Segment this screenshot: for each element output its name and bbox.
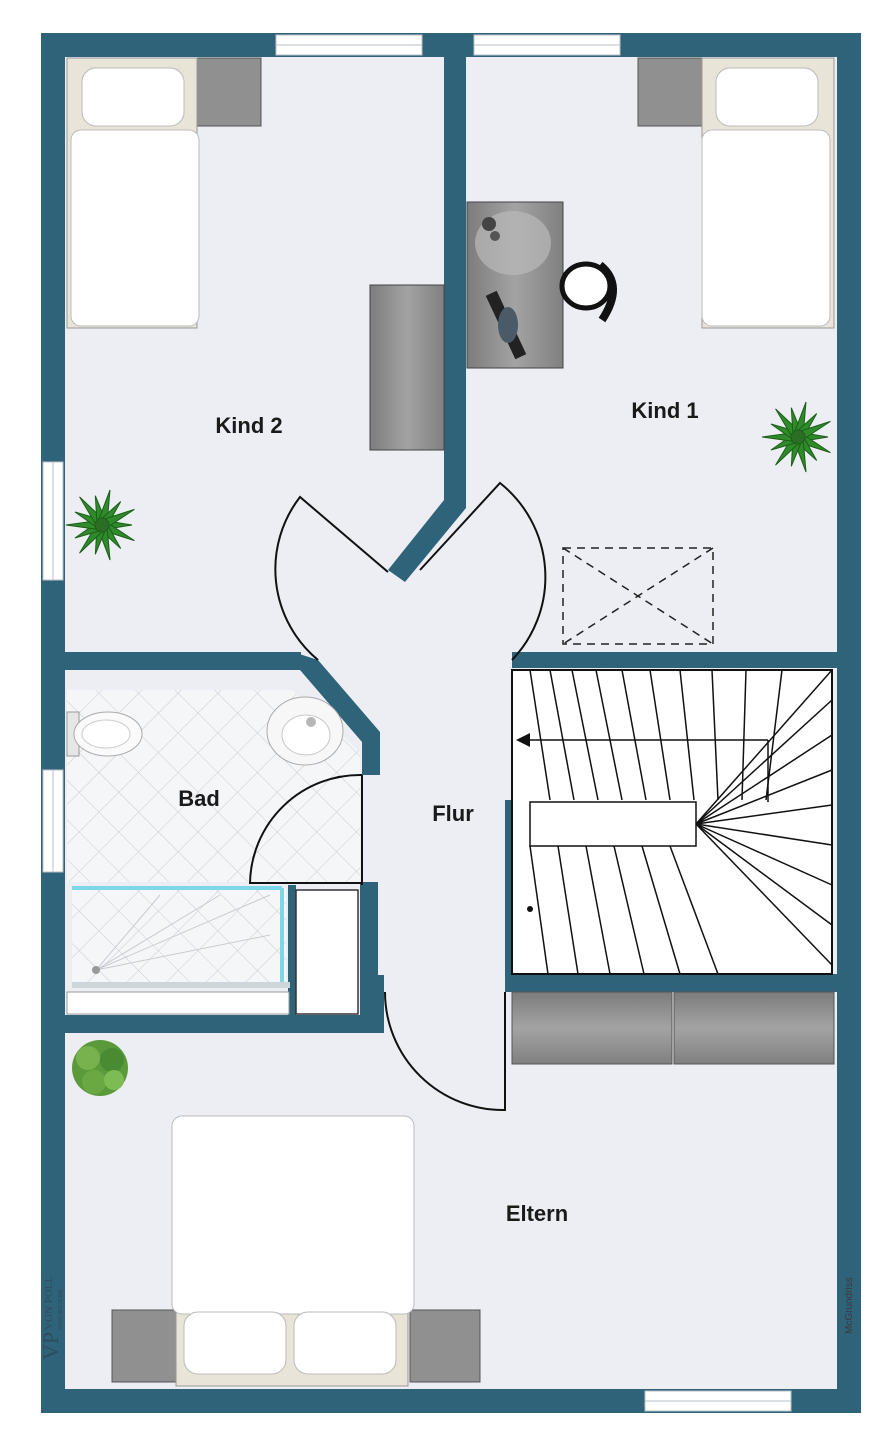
stair-tread — [669, 845, 719, 975]
plant-center — [94, 517, 110, 533]
plant-center — [790, 429, 806, 445]
stair-tread — [549, 669, 575, 801]
shower-tiles — [72, 888, 286, 988]
stair-tread — [585, 845, 611, 975]
svg-text:VP: VP — [38, 1332, 63, 1360]
credit-text: McGrundriss — [844, 1277, 855, 1334]
stair-tread — [695, 699, 833, 825]
stair-tread — [613, 845, 645, 975]
bath-shelf — [66, 991, 290, 1015]
stair-tread — [711, 669, 719, 801]
room-label-bad: Bad — [178, 786, 220, 811]
svg-text:VON POLL: VON POLL — [43, 1276, 55, 1330]
brand-logo: VP VON POLL IMMOBILIEN® — [38, 1276, 64, 1360]
toilet-icon — [66, 711, 143, 757]
svg-text:IMMOBILIEN®: IMMOBILIEN® — [57, 1288, 64, 1330]
stair-tread — [529, 845, 549, 975]
bath-cabinet — [295, 889, 359, 1015]
desk-kind1 — [466, 201, 564, 369]
stair-tread — [641, 845, 681, 975]
bed-eltern — [171, 1115, 415, 1387]
stair-tread — [695, 804, 833, 825]
windows — [42, 34, 792, 1412]
wardrobe — [511, 991, 835, 1065]
stair-tread — [695, 769, 833, 825]
stair-tread — [621, 669, 647, 801]
plant-icon — [65, 489, 135, 561]
stair-tread — [695, 823, 833, 886]
stair-tread — [649, 669, 671, 801]
stair-tread — [679, 669, 695, 801]
room-label-flur: Flur — [432, 801, 474, 826]
plant-icon — [72, 1040, 128, 1096]
shower-drain-lines — [95, 894, 271, 971]
stair-tread — [695, 823, 833, 846]
room-label-kind1: Kind 1 — [631, 398, 698, 423]
nightstands — [111, 57, 703, 1383]
shower-glass — [72, 886, 290, 988]
room-label-kind2: Kind 2 — [215, 413, 282, 438]
attic-hatch — [562, 547, 714, 645]
exterior-walls — [41, 33, 861, 1413]
bed-kind1 — [701, 57, 835, 329]
stair-tread — [557, 845, 579, 975]
shower-drain-icon — [92, 966, 100, 974]
bed-kind2 — [66, 57, 200, 329]
stair-tread — [529, 669, 551, 801]
stair-tread — [695, 669, 833, 825]
door-jambs — [372, 975, 384, 1033]
stair-tread — [571, 669, 599, 801]
staircase — [511, 669, 833, 975]
dresser-kind2 — [369, 284, 445, 451]
stair-tread — [741, 669, 747, 801]
room-label-eltern: Eltern — [506, 1201, 568, 1226]
office-chair-icon — [559, 261, 617, 323]
plant-icon — [761, 401, 831, 473]
stair-tread — [695, 823, 833, 966]
stair-tread — [695, 734, 833, 825]
stair-tread — [695, 823, 833, 926]
stair-tread — [595, 669, 623, 801]
stair-arrow-icon — [516, 733, 530, 747]
sink-icon — [266, 696, 344, 766]
